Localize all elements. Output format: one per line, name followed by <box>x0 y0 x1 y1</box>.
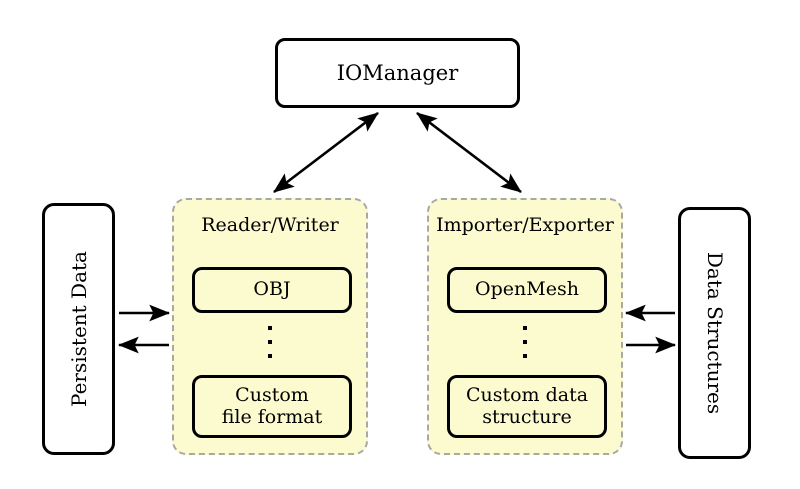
custom-file-format-line1: Custom <box>235 384 309 407</box>
custom-file-format-line2: file format <box>221 405 323 428</box>
data-structures-label: Data Structures <box>702 251 727 415</box>
custom-data-structure-line2: structure <box>482 405 572 428</box>
data-structures-node[interactable]: Data Structures <box>678 207 751 459</box>
panel-importer-exporter[interactable]: Importer/Exporter OpenMesh Custom data s… <box>427 198 623 455</box>
panel-reader-writer-title: Reader/Writer <box>201 214 339 236</box>
node-custom-data-structure[interactable]: Custom data structure <box>447 375 607 438</box>
vertical-ellipsis-icon <box>174 326 366 358</box>
custom-data-structure-line1: Custom data <box>465 384 589 407</box>
node-obj[interactable]: OBJ <box>192 267 352 313</box>
panel-reader-writer[interactable]: Reader/Writer OBJ Custom file format <box>172 198 368 455</box>
panel-importer-exporter-title: Importer/Exporter <box>436 214 614 236</box>
node-obj-label: OBJ <box>253 278 291 301</box>
node-custom-file-format[interactable]: Custom file format <box>192 375 352 438</box>
iomanager-label: IOManager <box>336 61 459 85</box>
node-openmesh-label: OpenMesh <box>475 278 579 301</box>
iomanager-node[interactable]: IOManager <box>275 38 520 108</box>
node-openmesh[interactable]: OpenMesh <box>447 267 607 313</box>
node-custom-file-format-label: Custom file format <box>222 385 323 428</box>
arrow-manager-importer-exporter <box>416 111 522 194</box>
arrow-manager-reader-writer <box>273 111 379 194</box>
persistent-data-label: Persistent Data <box>66 251 91 407</box>
persistent-data-node[interactable]: Persistent Data <box>42 203 115 455</box>
vertical-ellipsis-icon <box>429 326 621 358</box>
node-custom-data-structure-label: Custom data structure <box>466 385 588 428</box>
